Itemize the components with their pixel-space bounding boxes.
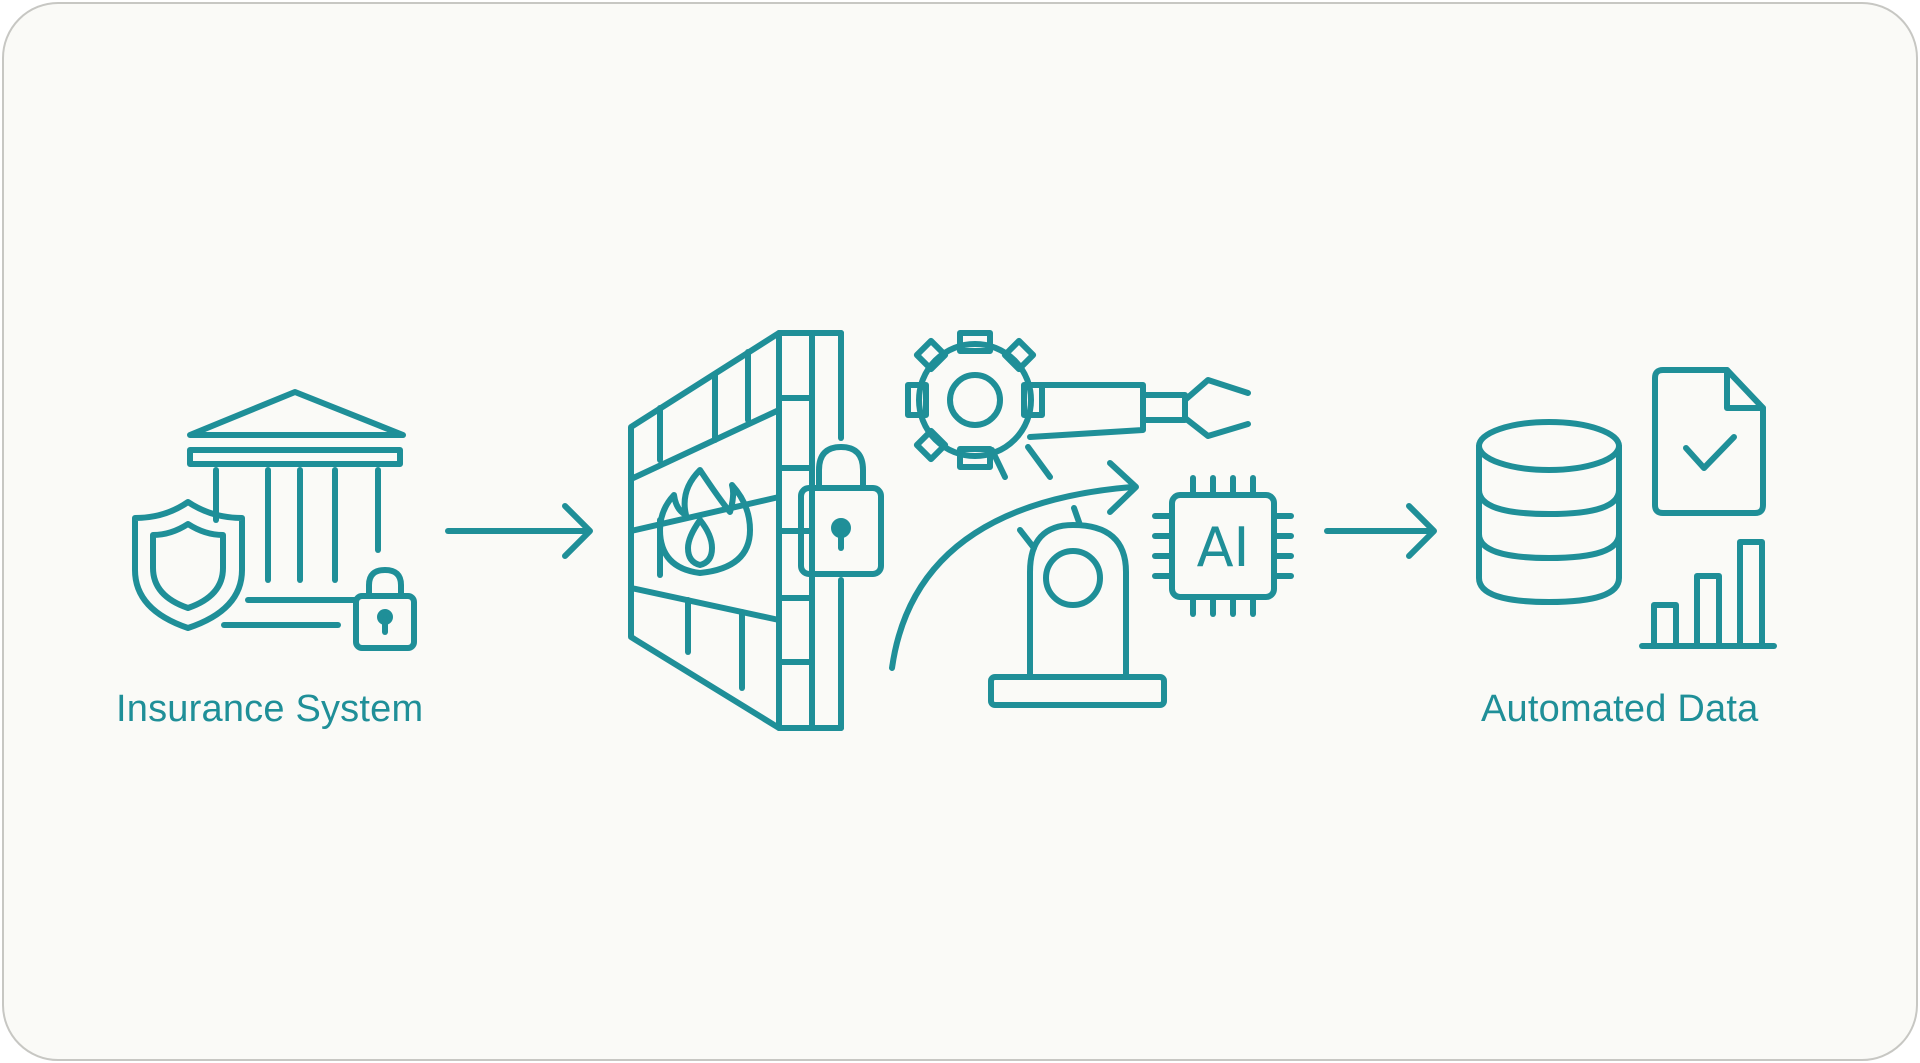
insurance-system-label: Insurance System [116,688,423,731]
padlock-icon [356,570,414,648]
bar-chart-icon [1642,542,1774,646]
gear-icon [908,333,1042,467]
database-icon [1479,422,1619,602]
insurance-system-icon-group [135,392,414,648]
automated-data-icon-group [1479,370,1774,646]
automated-data-label: Automated Data [1481,688,1758,731]
flow-arrow-1 [448,506,590,556]
flow-arrow-2 [1327,506,1434,556]
automation-icon-group: AI [892,333,1291,705]
firewall-icon-group [631,333,881,728]
shield-icon [135,502,242,628]
ai-chip-label: AI [1197,516,1250,579]
document-check-icon [1655,370,1763,513]
robot-base-icon [991,508,1164,705]
ai-chip-icon: AI [1155,478,1291,614]
